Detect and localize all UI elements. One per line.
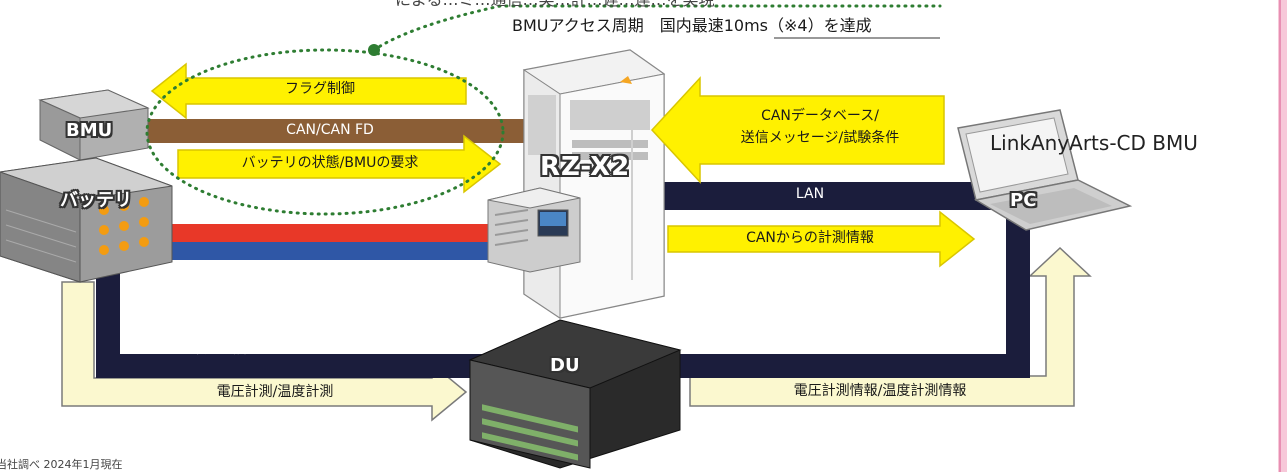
flag-control-label: フラグ制御 [285, 81, 355, 97]
bmu-box [38, 89, 150, 161]
can-cable-label: CAN/CAN FD [286, 122, 374, 138]
flag-control-arrow [150, 62, 467, 120]
pink-line [1279, 0, 1281, 472]
header-line2-highlight: 10ms（※4）を達成 [723, 16, 872, 35]
can-database-arrow [650, 76, 945, 184]
footnote: 当社調べ 2024年1月現在 [0, 458, 123, 471]
can-cable [140, 119, 540, 143]
bmu-label: BMU [66, 120, 113, 141]
can-database-label-1: CANデータベース/ [761, 108, 879, 124]
can-measure-arrow [667, 210, 976, 268]
lan-upper-cable [650, 182, 995, 210]
rz-x2-label: RZ-X2 [540, 152, 631, 182]
lan-lower-label: LAN [795, 340, 825, 356]
pc-label: PC [1010, 190, 1037, 211]
lan-upper-label: LAN [795, 186, 825, 202]
voltage-temp-info-arrow [689, 246, 1092, 407]
highlight-leader [372, 4, 942, 52]
rz-x2-cabinet [522, 49, 666, 319]
pink-border [1278, 0, 1287, 472]
voltage-temp-info-label: 電圧計測情報/温度計測情報 [793, 383, 967, 399]
header-line2: BMUアクセス周期 国内最速10ms（※4）を達成 [512, 16, 872, 35]
battery-state-label: バッテリの状態/BMUの要求 [241, 155, 419, 171]
battery-box [0, 157, 173, 283]
du-box [468, 319, 682, 469]
can-measure-label: CANからの計測情報 [746, 230, 874, 246]
rz-x2-control-unit [487, 187, 581, 273]
battery-state-arrow [177, 134, 502, 194]
battery-label: バッテリ [60, 190, 132, 211]
power-cable-red [165, 224, 525, 242]
highlight-ellipse [145, 48, 505, 216]
voltage-temp-label: 電圧計測/温度計測 [216, 384, 334, 400]
header-line1: による…ミ…通信…実…計…遅…連…を実現 [395, 0, 715, 9]
highlight-dot [368, 44, 380, 56]
software-label: LinkAnyArts-CD BMU [990, 131, 1198, 155]
power-cable-blue [165, 242, 525, 260]
measure-line-label: 計測線/熱電対・サーミスタ [188, 341, 355, 357]
header-line2-prefix: BMUアクセス周期 国内最速 [512, 16, 724, 35]
laptop [957, 109, 1133, 231]
can-database-label-2: 送信メッセージ/試験条件 [740, 130, 900, 146]
du-label: DU [550, 355, 580, 376]
